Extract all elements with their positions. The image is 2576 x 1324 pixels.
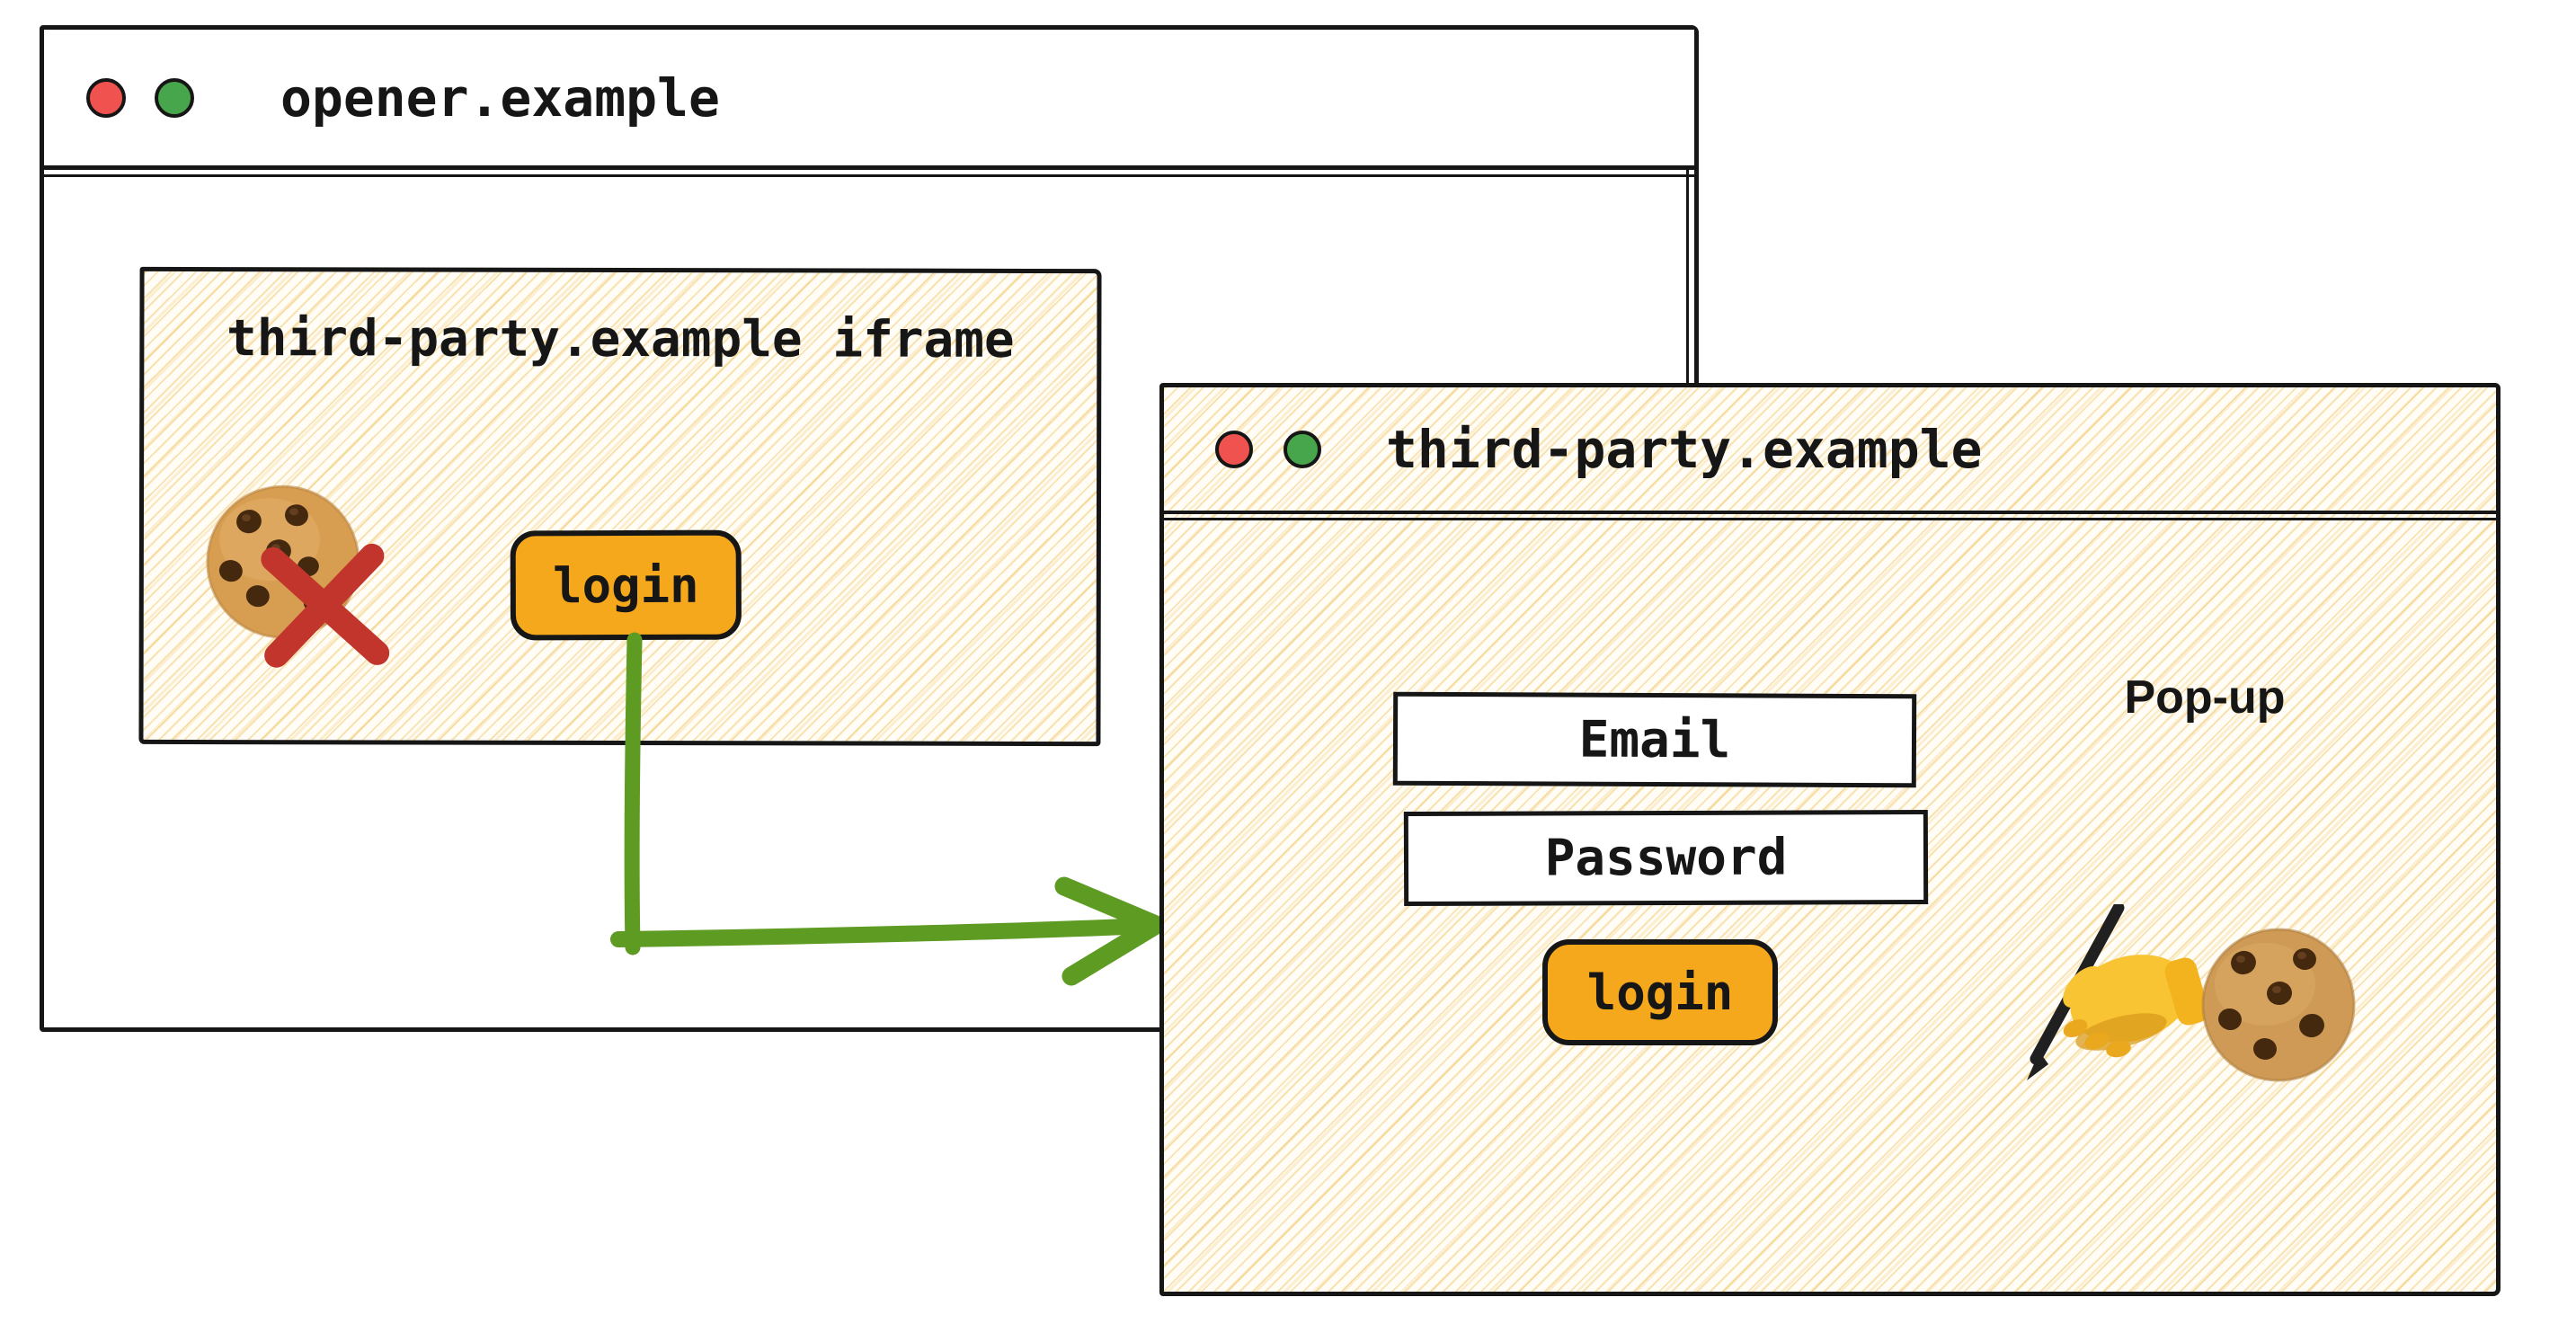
opener-window-title: opener.example [280,67,720,129]
cookie-icon [2201,928,2356,1082]
password-field[interactable]: Password [1403,809,1929,907]
traffic-light-red[interactable] [86,77,126,118]
traffic-light-red[interactable] [1215,430,1253,468]
popup-content: Pop-up Email Password login [1164,529,2496,1292]
writing-hand-icon [2027,904,2209,1080]
popup-titlebar: third-party.example [1159,387,2500,520]
iframe-login-button[interactable]: login [510,529,742,641]
email-field[interactable]: Email [1392,691,1917,788]
iframe-label: third-party.example iframe [227,309,1015,369]
traffic-light-green[interactable] [1284,430,1321,468]
popup-window-title: third-party.example [1386,418,1983,480]
traffic-light-green[interactable] [155,77,194,118]
cross-icon [261,543,390,668]
popup-window: third-party.example Pop-up Email Passwor… [1159,383,2500,1296]
popup-login-button[interactable]: login [1542,939,1778,1045]
popup-annotation: Pop-up [2124,671,2286,724]
third-party-iframe: third-party.example iframe [138,266,1102,747]
blocked-cookie-icon [206,484,390,668]
opener-titlebar: opener.example [40,30,1699,177]
